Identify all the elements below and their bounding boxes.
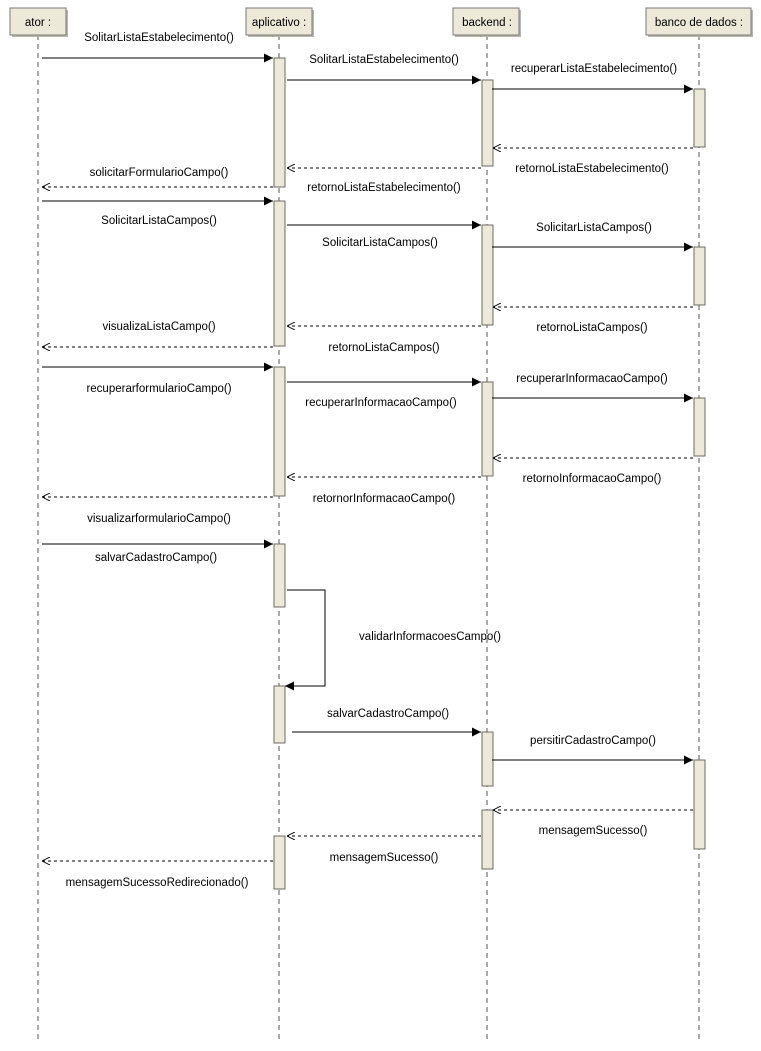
message-label: SolicitarListaCampos() (322, 237, 438, 249)
message-return: mensagemSucesso() (287, 836, 481, 864)
activation-bar-db (693, 246, 706, 306)
message-label: persitirCadastroCampo() (530, 735, 656, 747)
activation-bar-backend (481, 224, 494, 326)
message-label: mensagemSucessoRedirecionado() (66, 877, 249, 889)
message-label: salvarCadastroCampo() (95, 552, 217, 564)
activation-bar-app (273, 57, 286, 188)
message-sync: SolicitarListaCampos() (287, 220, 481, 249)
activation-bar-backend (481, 79, 494, 167)
message-sync: persitirCadastroCampo() (492, 735, 693, 765)
participant-box (245, 7, 313, 36)
activation-bar-db (693, 397, 706, 457)
message-label: SolitarListaEstabelecimento() (309, 54, 459, 66)
message-self: validarInformacoesCampo() (285, 589, 501, 691)
message-label: retornoListaCampos() (536, 322, 647, 334)
message-return: retornoListaCampos() (493, 307, 693, 334)
message-label: retornoListaEstabelecimento() (515, 163, 669, 175)
message-label: recuperarformularioCampo() (86, 383, 231, 395)
message-sync: salvarCadastroCampo() (292, 708, 481, 737)
participant-box (9, 7, 67, 36)
message-label: recuperarListaEstabelecimento() (511, 63, 677, 75)
activation-bar-app (273, 543, 286, 608)
message-label: retornoListaEstabelecimento() (307, 182, 461, 194)
self-call-arrow (285, 589, 326, 691)
message-sync: recuperarListaEstabelecimento() (492, 63, 693, 94)
participant-box (452, 7, 520, 36)
message-label: salvarCadastroCampo() (327, 708, 449, 720)
message-sync: SolitarListaEstabelecimento() (42, 32, 273, 63)
message-label: validarInformacoesCampo() (359, 631, 501, 643)
message-label: recuperarInformacaoCampo() (305, 397, 457, 409)
message-sync: SolitarListaEstabelecimento() (287, 54, 481, 85)
message-return: retornoInformacaoCampo() (493, 458, 693, 485)
message-return: retornoListaCampos() (287, 326, 481, 354)
message-label: SolicitarListaCampos() (536, 222, 652, 234)
activation-bar-app (273, 200, 286, 347)
message-return: mensagemSucesso() (493, 810, 693, 837)
activation-bar-app (273, 685, 286, 744)
participant-db: banco de dados : (645, 7, 753, 37)
message-sync: recuperarformularioCampo() (42, 362, 273, 395)
message-label: retornorInformacaoCampo() (313, 493, 456, 505)
message-return: visualizarformularioCampo() (42, 497, 273, 525)
activation-bar-backend (481, 381, 494, 477)
activation-bar-db (693, 88, 706, 148)
activation-bar-db (693, 759, 706, 850)
participant-box (645, 7, 752, 36)
message-label: mensagemSucesso() (539, 825, 648, 837)
participant-label: backend : (462, 17, 512, 29)
message-return: visualizaListaCampo() (42, 321, 273, 347)
participant-label: aplicativo : (252, 17, 306, 29)
message-label: retornoListaCampos() (328, 342, 439, 354)
message-sync: salvarCadastroCampo() (42, 539, 273, 564)
participant-app: aplicativo : (245, 7, 314, 37)
participant-ator: ator : (9, 7, 68, 37)
message-label: SolicitarListaCampos() (101, 215, 217, 227)
message-label: visualizaListaCampo() (102, 321, 215, 333)
activation-bar-app (273, 366, 286, 497)
message-return: retornoListaEstabelecimento() (493, 148, 693, 175)
message-label: mensagemSucesso() (330, 852, 439, 864)
message-return: retornorInformacaoCampo() (287, 477, 481, 505)
message-label: recuperarInformacaoCampo() (516, 373, 668, 385)
message-sync: recuperarInformacaoCampo() (492, 373, 693, 403)
message-label: solicitarFormularioCampo() (90, 167, 229, 179)
message-label: SolitarListaEstabelecimento() (84, 32, 234, 44)
message-label: retornoInformacaoCampo() (523, 473, 662, 485)
message-sync: SolicitarListaCampos() (492, 222, 693, 252)
participant-label: banco de dados : (655, 17, 743, 29)
message-return: solicitarFormularioCampo() (42, 167, 273, 187)
activation-bar-backend (481, 731, 494, 787)
message-label: visualizarformularioCampo() (87, 513, 231, 525)
activation-bar-app (273, 835, 286, 890)
message-sync: recuperarInformacaoCampo() (287, 377, 481, 409)
message-return: retornoListaEstabelecimento() (287, 168, 481, 194)
message-sync: SolicitarListaCampos() (42, 196, 273, 227)
participant-label: ator : (25, 17, 51, 29)
participant-backend: backend : (452, 7, 521, 37)
message-return: mensagemSucessoRedirecionado() (42, 861, 273, 889)
activation-bar-backend (481, 809, 494, 870)
